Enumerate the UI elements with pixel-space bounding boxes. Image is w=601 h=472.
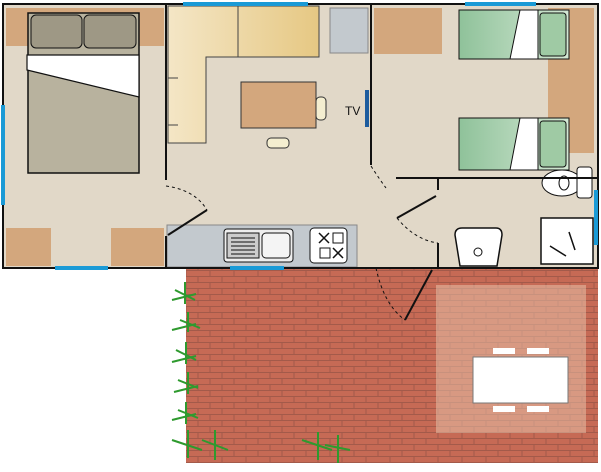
- single-bed: [458, 9, 570, 60]
- chair: [266, 137, 290, 149]
- double-bed: [26, 12, 140, 174]
- windows: [1, 2, 598, 270]
- corner-sofa: [167, 5, 320, 144]
- tv: [365, 90, 369, 127]
- chair: [315, 96, 327, 121]
- tv-label: TV: [345, 104, 360, 118]
- sink: [223, 228, 294, 263]
- wardrobe: [6, 228, 51, 266]
- terrace-table: [472, 348, 569, 412]
- wardrobe: [374, 8, 442, 54]
- wardrobe: [111, 228, 164, 266]
- stove: [309, 227, 348, 264]
- shower: [540, 217, 594, 265]
- single-bed: [458, 117, 570, 171]
- fridge: [329, 7, 369, 54]
- toilet: [541, 166, 593, 199]
- dining-table: [240, 81, 317, 129]
- plant-icons: [171, 282, 351, 463]
- bathroom-sink: [454, 227, 503, 267]
- door-swings: [165, 165, 439, 321]
